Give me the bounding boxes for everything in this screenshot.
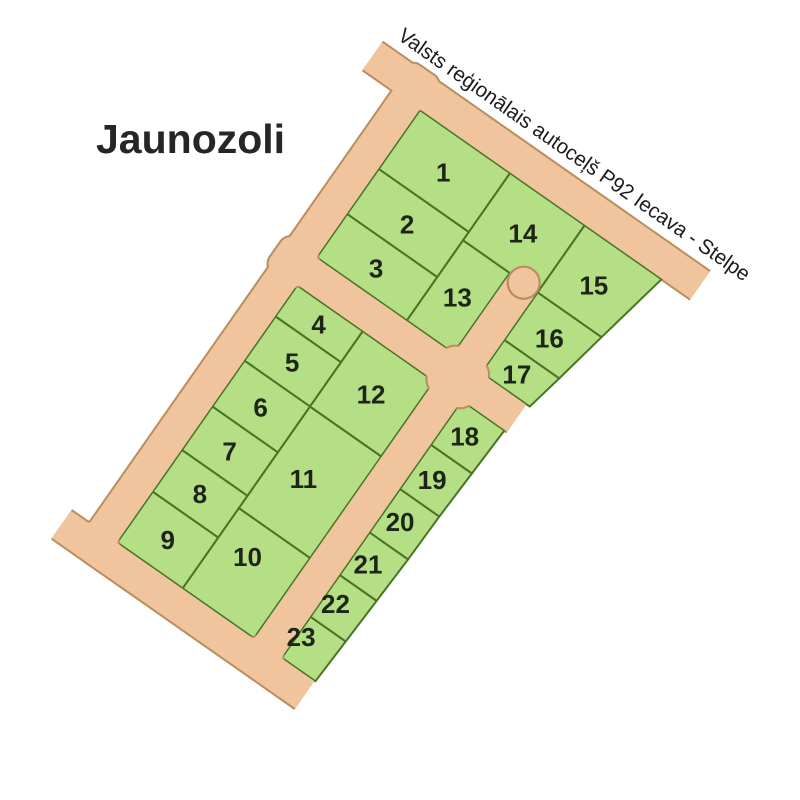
plot-label-7: 7	[222, 437, 236, 467]
plot-label-4: 4	[311, 310, 326, 340]
plot-label-13: 13	[443, 282, 472, 312]
plot-label-15: 15	[579, 270, 608, 300]
plot-label-19: 19	[418, 465, 447, 495]
plot-label-5: 5	[285, 347, 299, 377]
road-fills-layer	[52, 42, 710, 709]
plot-12	[309, 330, 436, 458]
plot-label-10: 10	[233, 542, 262, 572]
plot-label-23: 23	[287, 622, 316, 652]
plot-label-18: 18	[450, 422, 479, 452]
road-cross	[293, 254, 527, 432]
road-middle	[244, 273, 538, 672]
plot-label-8: 8	[193, 479, 207, 509]
plot-label-9: 9	[160, 525, 174, 555]
plot-label-1: 1	[436, 158, 450, 188]
plot-label-2: 2	[400, 209, 414, 239]
road-main	[362, 42, 710, 299]
plot-23	[280, 615, 347, 683]
map-title: Jaunozoli	[96, 116, 285, 162]
plots-layer	[116, 109, 663, 683]
plot-label-3: 3	[369, 254, 383, 284]
plot-label-20: 20	[386, 507, 415, 537]
plot-label-16: 16	[535, 324, 564, 354]
subdivision: Valsts reģionālais autoceļš P92 Iecava -…	[50, 24, 754, 710]
plot-17	[480, 338, 561, 408]
cul-de-sac-bulb	[506, 265, 541, 300]
plot-label-11: 11	[290, 464, 318, 494]
plot-label-12: 12	[357, 379, 386, 409]
plot-label-14: 14	[508, 218, 537, 248]
plot-label-6: 6	[253, 392, 267, 422]
plot-label-17: 17	[502, 359, 531, 389]
road-south-stub	[52, 510, 121, 573]
plot-label-21: 21	[354, 549, 383, 579]
plot-label-22: 22	[321, 589, 350, 619]
